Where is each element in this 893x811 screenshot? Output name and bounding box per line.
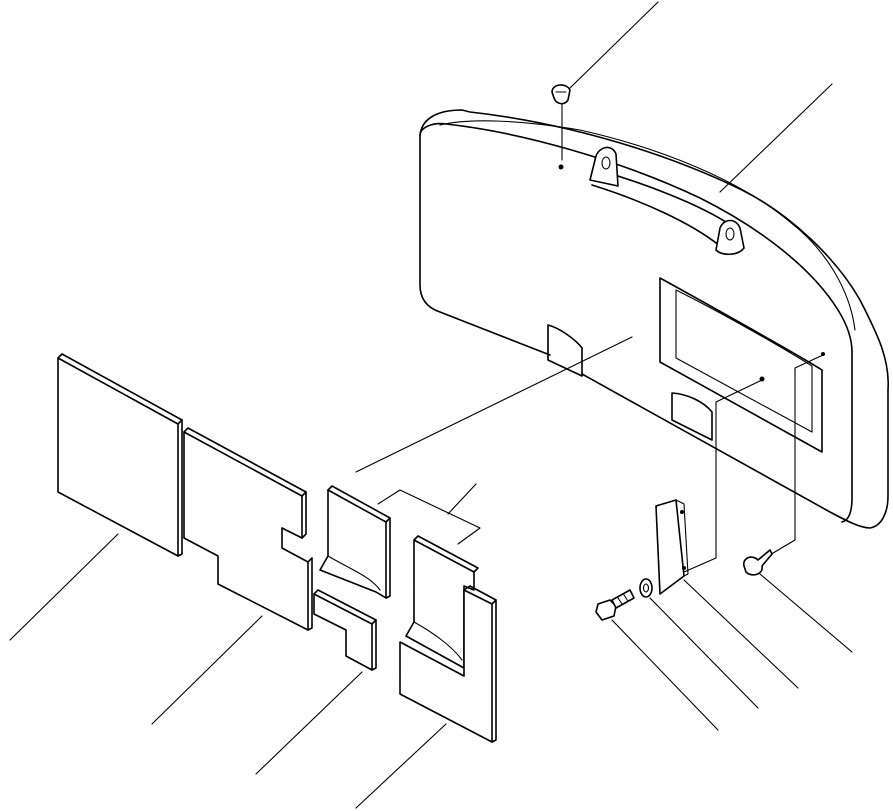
clip xyxy=(742,549,773,576)
insulation-panel-2 xyxy=(183,427,313,631)
leader-lines xyxy=(355,1,833,573)
leader-counterweight xyxy=(719,83,833,193)
leader-bracket xyxy=(683,579,799,689)
leader-panel-4 xyxy=(255,671,363,775)
insulation-panel-6 xyxy=(399,585,497,743)
bolt xyxy=(595,589,635,621)
top-hole xyxy=(558,164,564,170)
insulation-panel-1 xyxy=(57,353,183,557)
leader-washer xyxy=(649,597,759,709)
top-plug xyxy=(551,84,571,161)
insulation-panel-4 xyxy=(313,589,377,671)
counterweight xyxy=(419,109,889,529)
panel-group-bracket xyxy=(377,483,481,545)
lifting-eye-left xyxy=(589,146,619,187)
insulation-panel-3 xyxy=(319,485,391,599)
lifting-eye-right xyxy=(715,219,745,256)
callout-leaders xyxy=(9,533,853,809)
insulation-panel-5 xyxy=(405,535,479,669)
leader-panel-2 xyxy=(151,615,263,725)
leader-panel-6 xyxy=(355,723,447,809)
washer xyxy=(639,578,653,598)
leader-panel-1 xyxy=(9,533,119,641)
leader-plug xyxy=(569,1,659,89)
bracket xyxy=(655,499,689,595)
leader-panel-assembly xyxy=(355,336,633,473)
leader-bolt xyxy=(611,619,719,731)
leader-clip xyxy=(759,573,853,653)
